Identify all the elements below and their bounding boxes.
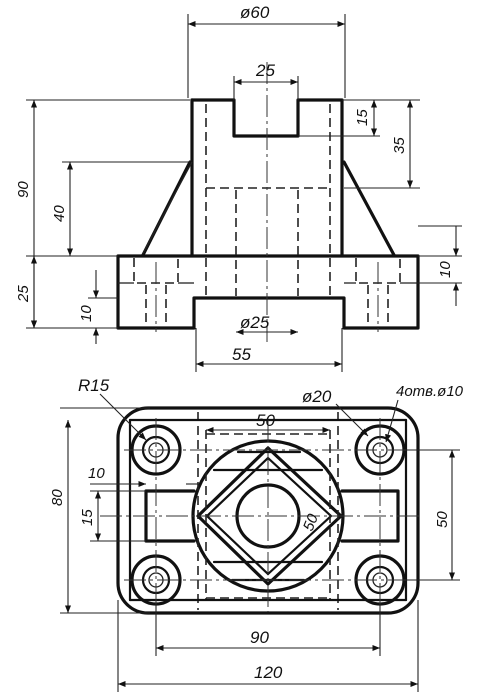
dim-left-slot-height: 15 [79,509,96,526]
dim-hole-dia: ø25 [240,313,270,332]
dim-upper-depth: 35 [391,137,408,154]
top-view: R15 ø20 4отв.ø10 50 10 15 80 50 50 [49,376,464,692]
right-rib [342,160,396,257]
dim-slot-depth: 15 [354,109,371,126]
dim-overall-width: 120 [254,663,283,682]
base-plate-outline [116,406,420,615]
dim-base-height: 25 [15,285,32,303]
dim-corner-radius: R15 [78,376,110,395]
front-view: ø60 25 15 35 90 40 25 10 [15,3,462,372]
dim-top-dia: ø60 [240,3,270,22]
dim-base-plate: 10 [437,261,454,278]
dim-boss-dia: ø20 [302,387,332,406]
dim-holes: 4отв.ø10 [396,383,464,400]
dim-overall-height: 80 [49,489,66,506]
dim-rib-height: 40 [51,205,68,222]
dim-foot-step: 10 [78,305,95,322]
dim-right-slot: 50 [434,511,451,528]
base-outline [116,254,420,330]
dim-hole-spacing: 90 [250,628,269,647]
dim-square-top: 50 [256,411,275,430]
square-boss [196,446,343,586]
dim-left-slot-width: 10 [88,465,105,482]
dim-bottom-cut: 55 [232,345,251,364]
dim-slot-width: 25 [255,61,275,80]
dim-square-diag: 50 [300,511,322,533]
dim-total-height: 90 [15,181,32,198]
